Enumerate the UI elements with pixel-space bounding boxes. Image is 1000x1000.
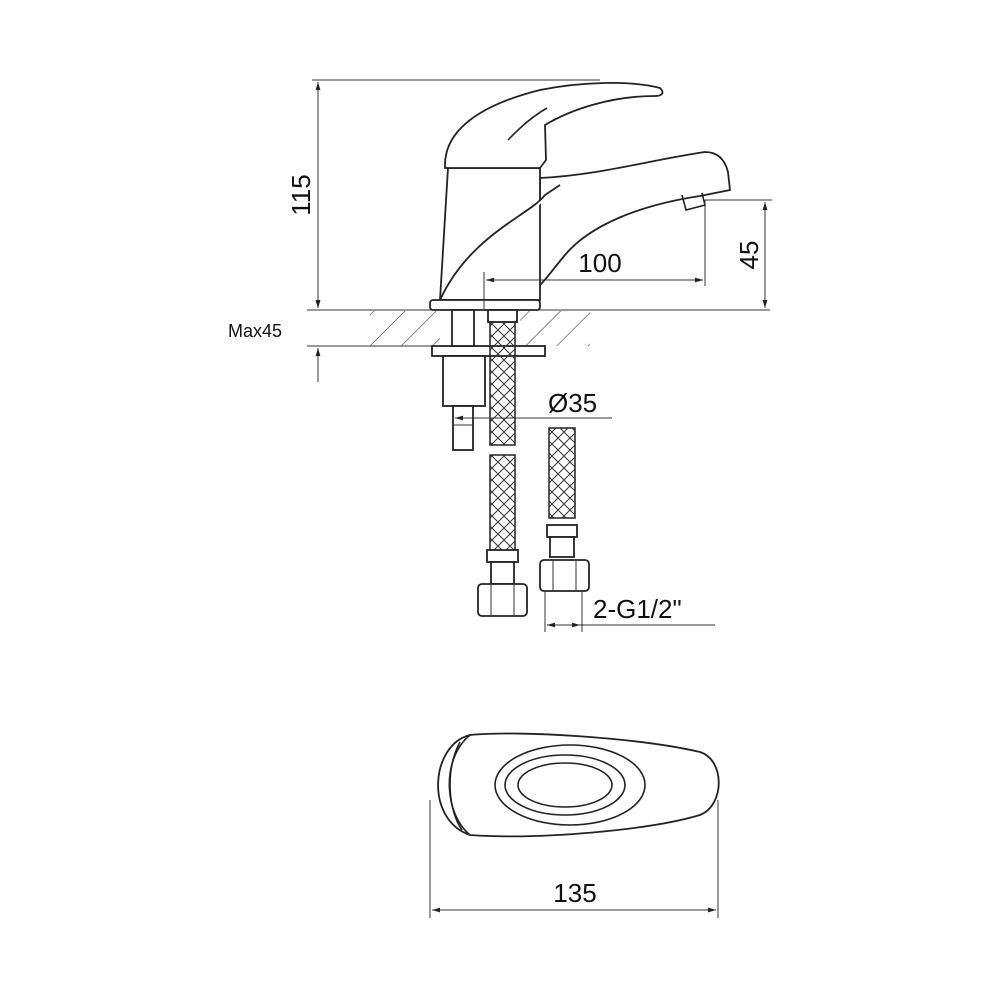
dimension-connection-thread: 2-G1/2" xyxy=(544,591,715,632)
faucet-side-view xyxy=(429,82,731,311)
dimension-total-height: 115 xyxy=(286,79,600,308)
dimension-hole-diameter: Ø35 xyxy=(455,388,612,421)
dimension-length: 135 xyxy=(429,800,719,918)
mounting-assembly xyxy=(431,309,546,451)
flexible-hose-left xyxy=(477,454,528,617)
label-100: 100 xyxy=(578,248,621,278)
label-max45: Max45 xyxy=(228,321,282,341)
faucet-top-view xyxy=(437,732,720,838)
flexible-hose-right xyxy=(539,427,590,592)
dimension-spout-reach: 100 xyxy=(483,200,706,310)
label-diameter-35: Ø35 xyxy=(548,388,597,418)
label-115: 115 xyxy=(286,174,316,215)
label-135: 135 xyxy=(553,878,596,908)
label-connection: 2-G1/2" xyxy=(593,594,682,624)
dimension-spout-height: 45 xyxy=(705,199,772,308)
label-45: 45 xyxy=(734,241,764,270)
